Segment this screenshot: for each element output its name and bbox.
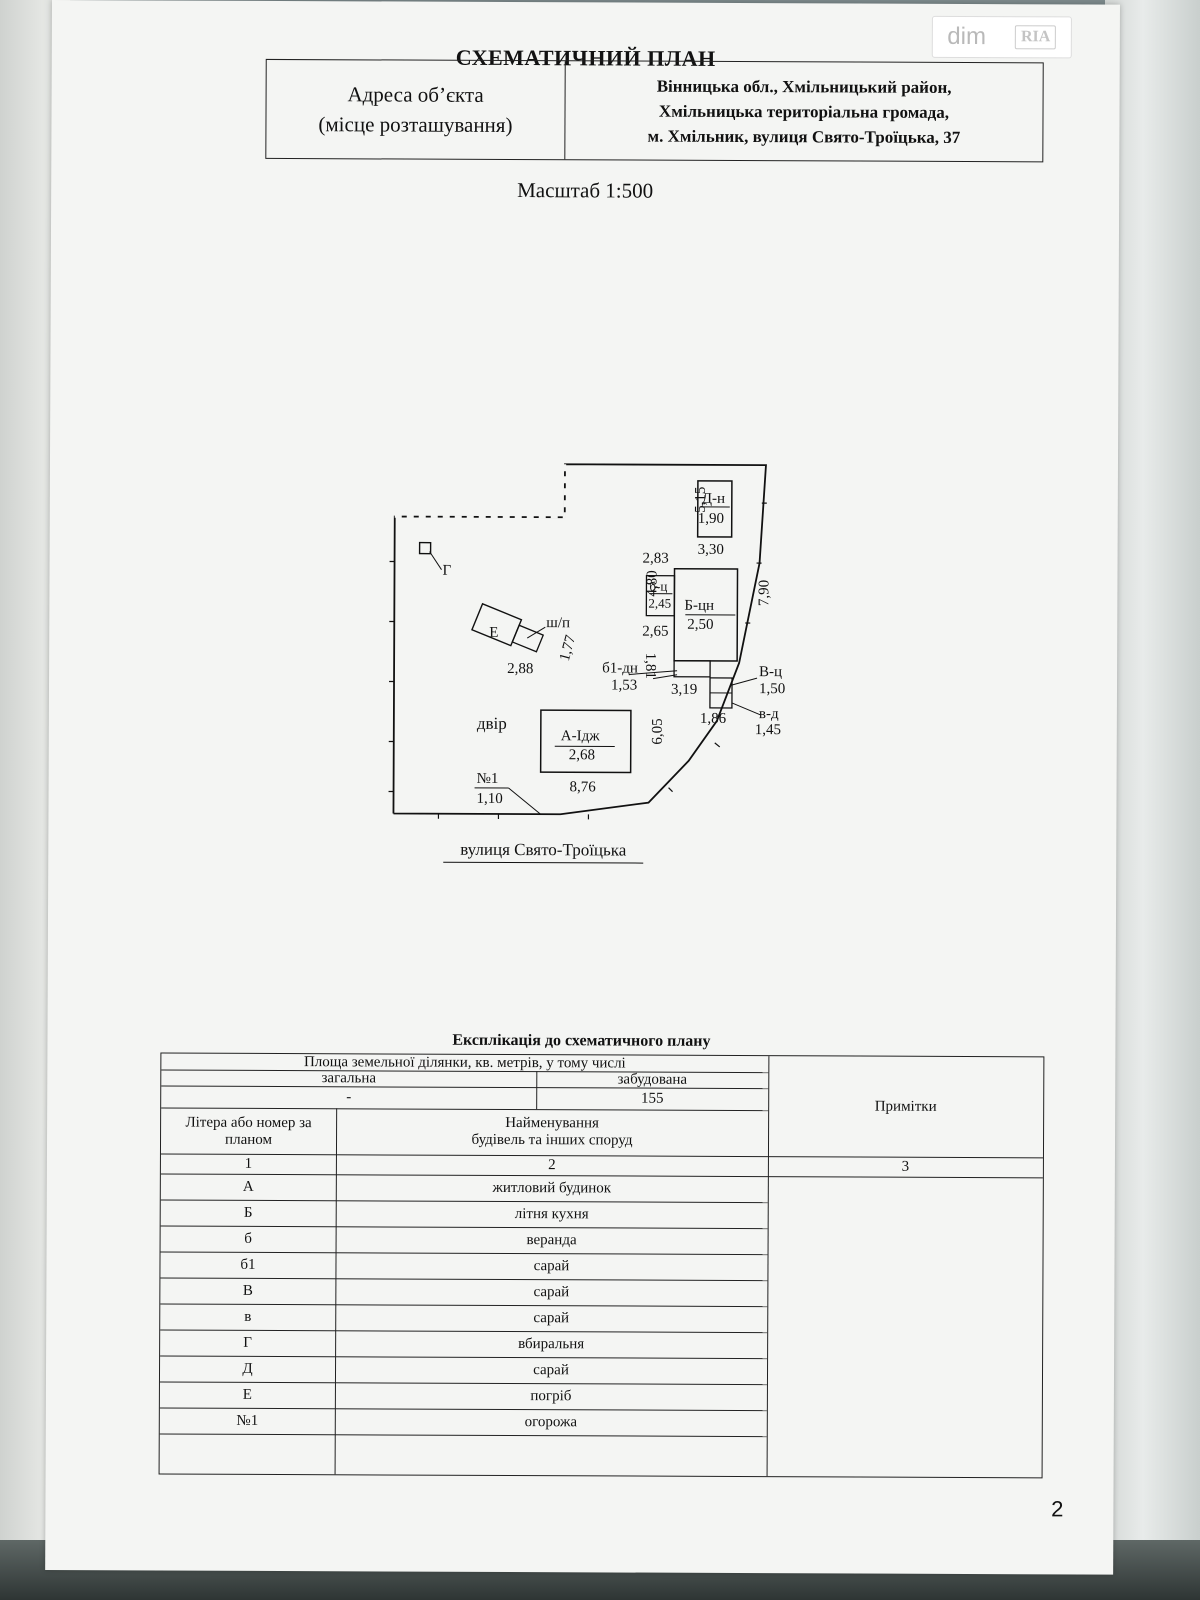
table-row-letter: Е	[242, 1386, 253, 1403]
document-page: dim RIA СХЕМАТИЧНИЙ ПЛАН Адреса об’єкта …	[45, 0, 1120, 1575]
area-built-header: забудована	[617, 1070, 688, 1088]
boundary-ticks	[388, 502, 767, 820]
label-e: Е	[489, 625, 498, 641]
label-d: Д-н	[702, 491, 725, 507]
building-g	[418, 541, 432, 555]
table-row-letter: б1	[240, 1256, 256, 1273]
plot-boundary	[392, 463, 767, 816]
table-row-name: сарай	[533, 1361, 569, 1378]
table-row-name: погріб	[530, 1387, 572, 1404]
label-v-dim: 3,19	[671, 682, 697, 698]
table-row-name: огорожа	[524, 1413, 578, 1430]
label-b-top: 2,83	[643, 551, 669, 567]
label-d-h: 5,15	[693, 487, 709, 513]
street-label: вулиця Свято-Троїцька	[443, 839, 644, 864]
label-e-h: 1,77	[557, 633, 579, 663]
table-row-letter: А	[242, 1178, 254, 1195]
label-n1-w: 1,10	[476, 791, 502, 807]
col-number-2: 2	[548, 1156, 556, 1173]
table-row-name: житловий будинок	[492, 1179, 612, 1196]
label-d-l: 3,30	[698, 542, 724, 558]
page-number: 2	[1051, 1496, 1064, 1522]
label-v: В-ц	[759, 664, 782, 680]
site-plan-drawing: Д-н 1,90 5,15 3,30 Г 2,83 б-ц 2,45 4,80 …	[388, 463, 785, 820]
building-e	[471, 602, 545, 653]
table-row-letter: В	[242, 1282, 253, 1299]
table-row-name: сарай	[533, 1283, 570, 1300]
plot-boundary-dashed	[394, 464, 567, 519]
notes-header: Примітки	[874, 1098, 937, 1115]
table-row-name: сарай	[533, 1309, 570, 1326]
explication-table: Площа земельної ділянки, кв. метрів, у т…	[158, 1052, 1045, 1479]
table-row-name: веранда	[526, 1231, 577, 1248]
label-b-main: Б-цн	[684, 598, 714, 614]
label-a-l: 8,76	[570, 779, 597, 795]
table-row-letter: Б	[243, 1204, 253, 1221]
label-shp: ш/п	[546, 615, 570, 631]
label-g: Г	[442, 563, 451, 579]
table-row-letter: б	[244, 1230, 252, 1247]
table-row-letter: Д	[242, 1360, 253, 1377]
label-e-w: 2,88	[507, 661, 533, 677]
label-b-h: 4,80	[644, 570, 660, 596]
label-a-w: 2,68	[569, 747, 595, 763]
label-d-w: 1,90	[698, 511, 724, 527]
label-b-right: 7,90	[756, 580, 772, 606]
label-v-b: 1,86	[700, 711, 727, 727]
name-header: Найменування будівель та інших споруд	[471, 1114, 633, 1149]
col-number-3: 3	[901, 1158, 910, 1175]
label-a-h: 6,05	[650, 718, 666, 744]
label-a: А-Iдж	[561, 728, 601, 744]
label-yard: двір	[477, 714, 507, 733]
explication-title: Експлікація до схематичного плану	[452, 1031, 711, 1050]
label-n1: №1	[477, 771, 499, 787]
building-d	[696, 480, 733, 538]
table-row-name: літня кухня	[514, 1205, 589, 1222]
label-b-main-w: 2,50	[687, 617, 713, 633]
building-a	[539, 709, 632, 774]
label-b1: б1-дн	[602, 660, 638, 676]
background-right	[1105, 0, 1200, 1600]
letter-header: Літера або номер за планом	[185, 1114, 312, 1148]
table-row-letter: Г	[243, 1334, 253, 1351]
table-row-name: вбиральня	[518, 1335, 585, 1352]
label-b-small-w: 2,45	[648, 596, 671, 611]
area-total-value: -	[346, 1088, 352, 1105]
label-vd: в-д	[759, 706, 779, 722]
label-vd-w: 1,45	[755, 722, 781, 738]
table-row-name: сарай	[533, 1257, 570, 1274]
table-row-letter: в	[244, 1308, 252, 1325]
building-b1	[673, 660, 711, 678]
label-v-w: 1,50	[759, 681, 785, 697]
table-row-letter: №1	[236, 1412, 259, 1429]
building-b-veranda	[645, 574, 676, 617]
col-number-1: 1	[244, 1155, 253, 1172]
label-b1-w: 1,53	[611, 677, 637, 693]
area-total-header: загальна	[321, 1069, 377, 1086]
label-b-small-b: 2,65	[642, 624, 668, 640]
label-b-small: б-ц	[649, 579, 667, 594]
area-built-value: 155	[640, 1090, 664, 1107]
label-b-low: 1,81	[642, 653, 658, 679]
